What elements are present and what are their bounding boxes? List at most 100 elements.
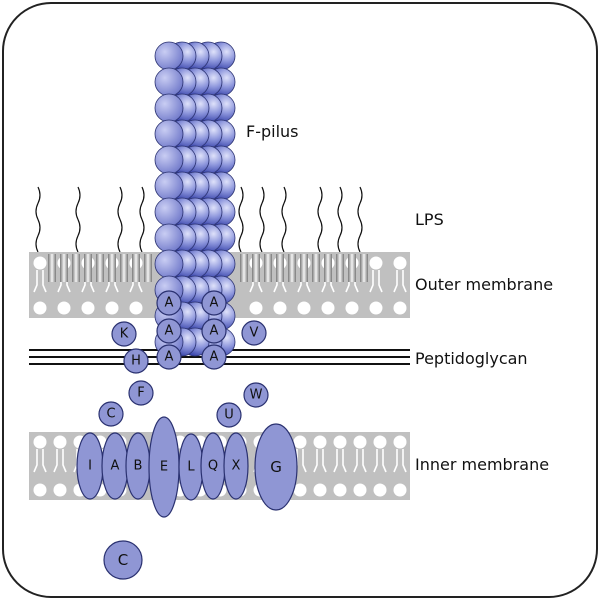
lps-core [288, 254, 296, 282]
pilin-subunit [154, 145, 184, 175]
label-inner-membrane: Inner membrane [415, 455, 549, 474]
protein-label: V [250, 326, 259, 341]
lipid-head [333, 483, 347, 497]
lipid-head [393, 435, 407, 449]
protein-label: A [210, 296, 219, 311]
lipid-head [33, 483, 47, 497]
pilin-subunit [154, 93, 184, 123]
pilin-subunit [154, 249, 184, 279]
lipid-head [297, 301, 311, 315]
lps-core [312, 254, 320, 282]
lipid-head [33, 301, 47, 315]
lipid-tail [33, 270, 47, 293]
lipid-head [353, 435, 367, 449]
label-outer-membrane: Outer membrane [415, 275, 553, 294]
lipid-head [105, 301, 119, 315]
lps-core [60, 254, 68, 282]
lps-core [336, 254, 344, 282]
lipid-head [393, 483, 407, 497]
protein-i: I [76, 432, 104, 500]
lipid-head [345, 301, 359, 315]
protein-v: V [241, 320, 267, 346]
protein-b: B [125, 432, 151, 500]
lipid-head [353, 483, 367, 497]
lps-chains [35, 186, 363, 253]
lps-core [144, 254, 152, 282]
lipid-head [369, 301, 383, 315]
protein-a3: A [156, 318, 182, 344]
lipid-tail [53, 449, 67, 473]
protein-label: K [120, 327, 129, 342]
protein-a4: A [201, 318, 227, 344]
protein-label: F [137, 386, 144, 401]
protein-c_lower: C [103, 540, 143, 580]
protein-label: I [88, 459, 92, 474]
lps-core [132, 254, 140, 282]
lipid-head [33, 256, 47, 270]
lps-chain [281, 186, 287, 253]
lps-chain [317, 186, 323, 253]
lipid-tail [353, 449, 367, 473]
pilin-subunit [154, 41, 184, 71]
lipid-head [293, 483, 307, 497]
lps-chain [357, 186, 363, 253]
lipid-head [293, 435, 307, 449]
protein-label: A [210, 350, 219, 365]
lps-chain [337, 186, 343, 253]
lps-core [348, 254, 356, 282]
lipid-tail [333, 449, 347, 473]
protein-w: W [243, 382, 269, 408]
protein-label: Q [208, 459, 218, 474]
lipid-head [393, 301, 407, 315]
lps-chain [139, 186, 145, 253]
label-f-pilus: F-pilus [246, 122, 299, 141]
lipid-head [333, 435, 347, 449]
lipid-head [321, 301, 335, 315]
lps-core [240, 254, 248, 282]
lps-core [120, 254, 128, 282]
protein-label: E [160, 460, 168, 475]
protein-label: B [134, 459, 143, 474]
protein-label: A [165, 350, 174, 365]
lps-core [360, 254, 368, 282]
lipid-head [249, 301, 263, 315]
protein-label: A [165, 296, 174, 311]
lipid-head [313, 483, 327, 497]
f-pilus [154, 41, 236, 357]
protein-label: C [118, 551, 128, 569]
lps-core [300, 254, 308, 282]
lipid-head [129, 301, 143, 315]
protein-a1: A [156, 290, 182, 316]
protein-label: C [106, 407, 115, 422]
protein-label: X [232, 459, 241, 474]
lipid-tail [33, 449, 47, 473]
protein-label: G [270, 458, 282, 476]
lps-core [96, 254, 104, 282]
lipid-head [373, 483, 387, 497]
label-lps: LPS [415, 210, 444, 229]
lipid-tail [393, 270, 407, 293]
pilin-subunit [154, 197, 184, 227]
lipid-head [393, 256, 407, 270]
protein-label: A [210, 324, 219, 339]
lipid-tail [369, 270, 383, 293]
lipid-head [369, 256, 383, 270]
lipid-head [33, 435, 47, 449]
lps-chain [35, 186, 41, 253]
protein-label: A [165, 324, 174, 339]
protein-a5: A [156, 344, 182, 370]
lps-core [264, 254, 272, 282]
protein-label: W [250, 388, 263, 403]
lps-core [276, 254, 284, 282]
protein-f: F [128, 380, 154, 406]
protein-k: K [111, 321, 137, 347]
pilin-subunit [154, 67, 184, 97]
protein-a6: A [201, 344, 227, 370]
pilin-subunit [154, 171, 184, 201]
lipid-head [53, 435, 67, 449]
lipid-head [81, 301, 95, 315]
lipid-head [373, 435, 387, 449]
protein-q: Q [200, 432, 226, 500]
